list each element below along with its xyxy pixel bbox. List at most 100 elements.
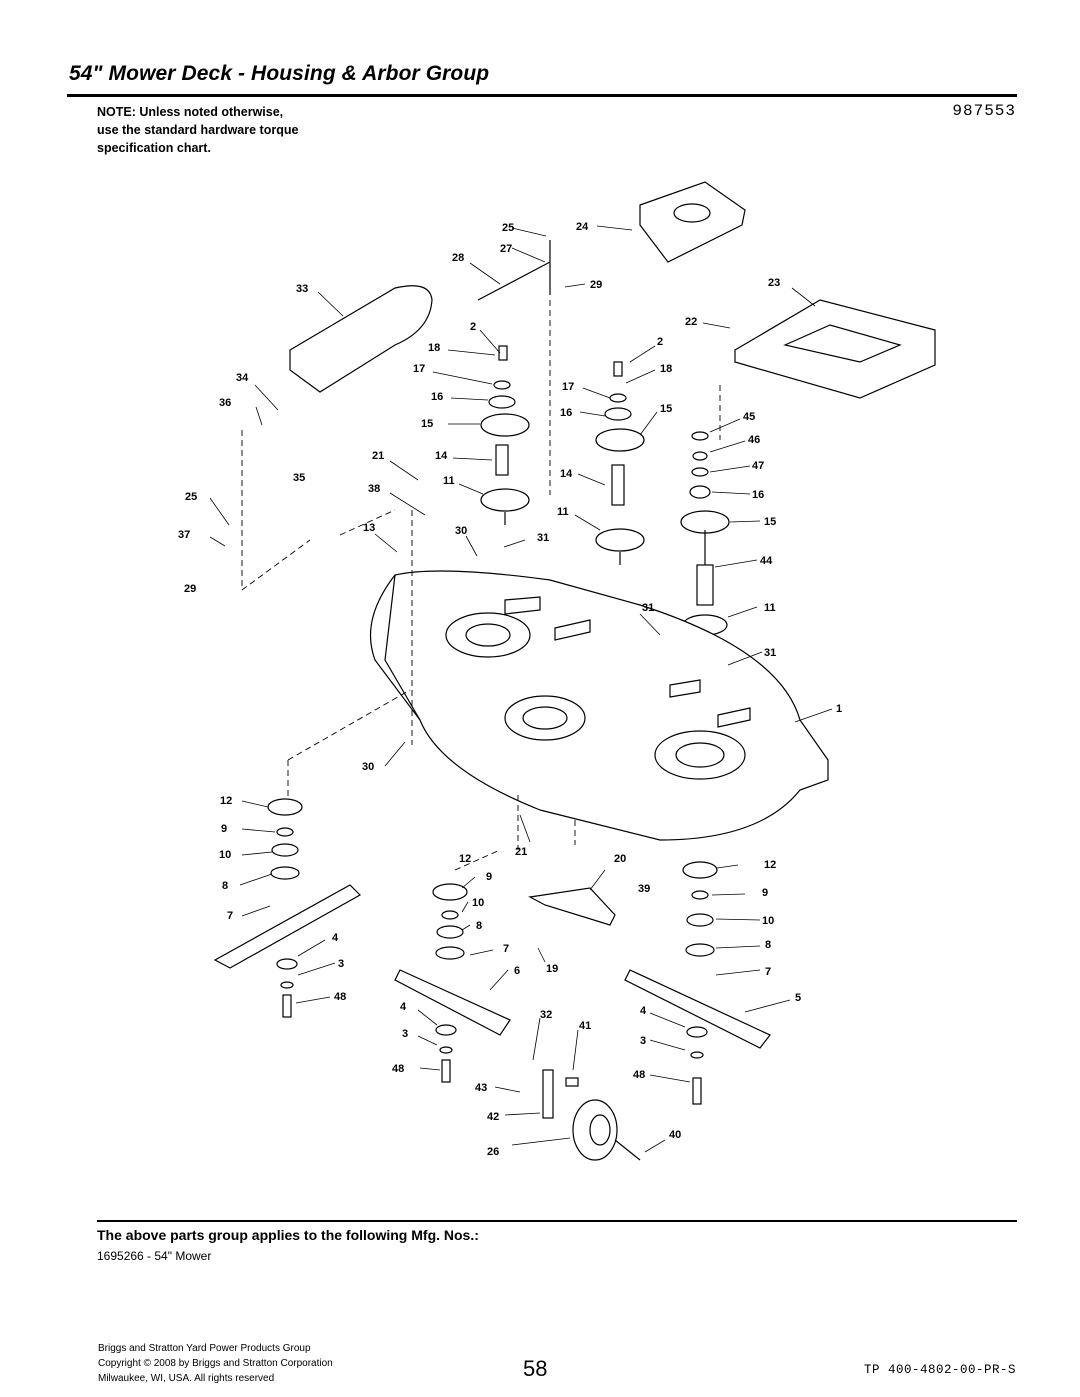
callout-42: 42 (487, 1111, 499, 1123)
callout-17: 17 (413, 363, 425, 375)
right-blade-assembly (624, 861, 771, 1105)
doc-code: TP 400-4802-00-PR-S (863, 1363, 1016, 1377)
callout-30: 30 (362, 761, 374, 773)
callout-37: 37 (178, 529, 190, 541)
callout-7: 7 (765, 966, 771, 978)
callout-19: 19 (546, 963, 558, 975)
diagram-number: 987553 (952, 102, 1016, 120)
callout-31: 31 (537, 532, 549, 544)
footer-line: Milwaukee, WI, USA. All rights reserved (98, 1373, 275, 1384)
callout-15: 15 (421, 418, 433, 430)
callout-16: 16 (752, 489, 764, 501)
title-rule (67, 94, 1017, 97)
callout-4: 4 (332, 932, 339, 944)
callout-3: 3 (402, 1028, 408, 1040)
callout-29: 29 (590, 279, 602, 291)
callout-11: 11 (764, 602, 776, 614)
callout-32: 32 (540, 1009, 552, 1021)
callout-29: 29 (184, 583, 196, 595)
callout-21: 21 (515, 846, 527, 858)
deck-baffle (528, 887, 616, 926)
gauge-wheel-assembly (542, 1069, 641, 1161)
callout-8: 8 (476, 920, 482, 932)
callout-15: 15 (764, 516, 776, 528)
callout-14: 14 (560, 468, 573, 480)
callout-12: 12 (220, 795, 232, 807)
belt-cover (734, 299, 936, 399)
callout-39: 39 (638, 883, 650, 895)
callout-11: 11 (443, 475, 455, 487)
callout-23: 23 (768, 277, 780, 289)
footer-line: Copyright © 2008 by Briggs and Stratton … (98, 1358, 333, 1369)
callout-12: 12 (459, 853, 471, 865)
callout-14: 14 (435, 450, 448, 462)
callout-18: 18 (660, 363, 672, 375)
callout-13: 13 (363, 522, 375, 534)
belt-guard (289, 285, 433, 393)
callout-10: 10 (762, 915, 774, 927)
callout-3: 3 (338, 958, 344, 970)
callout-28: 28 (452, 252, 464, 264)
callout-7: 7 (227, 910, 233, 922)
callout-21: 21 (372, 450, 384, 462)
callout-20: 20 (614, 853, 626, 865)
callout-12: 12 (764, 859, 776, 871)
callout-38: 38 (368, 483, 380, 495)
mfg-number: 1695266 - 54" Mower (97, 1249, 212, 1263)
callout-9: 9 (762, 887, 768, 899)
callout-43: 43 (475, 1082, 487, 1094)
page-title: 54" Mower Deck - Housing & Arbor Group (69, 62, 490, 85)
applies-rule (97, 1220, 1017, 1222)
callout-26: 26 (487, 1146, 499, 1158)
callout-4: 4 (640, 1005, 647, 1017)
shield-cap (673, 203, 711, 223)
callout-22: 22 (685, 316, 697, 328)
torque-note: NOTE: Unless noted otherwise, use the st… (97, 103, 427, 157)
callout-7: 7 (503, 943, 509, 955)
exploded-parts-diagram: 25 24 27 28 29 23 33 22 2 18 2 18 34 17 … (178, 181, 936, 1161)
callout-41: 41 (579, 1020, 591, 1032)
callout-4: 4 (400, 1001, 407, 1013)
callout-9: 9 (221, 823, 227, 835)
callout-48: 48 (392, 1063, 404, 1075)
callout-16: 16 (560, 407, 572, 419)
callout-36: 36 (219, 397, 231, 409)
callout-5: 5 (795, 992, 801, 1004)
callout-25: 25 (185, 491, 197, 503)
callout-17: 17 (562, 381, 574, 393)
callout-35: 35 (293, 472, 305, 484)
callout-3: 3 (640, 1035, 646, 1047)
callout-31: 31 (642, 602, 654, 614)
callout-11: 11 (557, 506, 569, 518)
callout-2: 2 (657, 336, 663, 348)
callout-15: 15 (660, 403, 672, 415)
callout-40: 40 (669, 1129, 681, 1141)
note-line: NOTE: Unless noted otherwise, (97, 105, 284, 119)
callout-33: 33 (296, 283, 308, 295)
callout-34: 34 (236, 372, 249, 384)
callout-48: 48 (633, 1069, 645, 1081)
middle-spindle-stack (595, 361, 645, 565)
callout-18: 18 (428, 342, 440, 354)
callout-8: 8 (765, 939, 771, 951)
callout-44: 44 (760, 555, 773, 567)
callout-45: 45 (743, 411, 755, 423)
callout-16: 16 (431, 391, 443, 403)
callout-31: 31 (764, 647, 776, 659)
left-spindle-stack (480, 345, 530, 525)
note-line: use the standard hardware torque (97, 123, 299, 137)
deck-housing (369, 570, 829, 841)
footer-line: Briggs and Stratton Yard Power Products … (98, 1343, 311, 1354)
callout-1: 1 (836, 703, 842, 715)
callout-46: 46 (748, 434, 760, 446)
callout-6: 6 (514, 965, 520, 977)
callout-27: 27 (500, 243, 512, 255)
callout-9: 9 (486, 871, 492, 883)
callout-47: 47 (752, 460, 764, 472)
applies-heading: The above parts group applies to the fol… (97, 1227, 479, 1243)
callout-25: 25 (502, 222, 514, 234)
page-number: 58 (523, 1356, 548, 1381)
callout-30: 30 (455, 525, 467, 537)
note-line: specification chart. (97, 141, 211, 155)
left-blade-assembly (213, 798, 361, 1018)
